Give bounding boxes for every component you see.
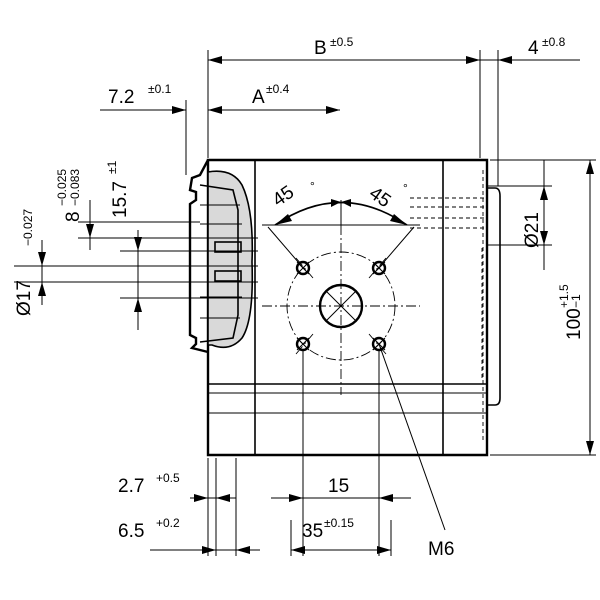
dim-100-tol-lower: −1 [569, 294, 583, 308]
dim-4-tol: ±0.8 [542, 35, 566, 49]
dim-B-label: B [314, 38, 327, 59]
dimension-diam17: Ø17 −0.027 [14, 209, 35, 316]
dim-2-7-label: 2.7 [118, 476, 144, 497]
dimension-8: 8 −0.025 −0.083 [55, 169, 84, 222]
dim-7-2-label: 7.2 [108, 87, 134, 108]
dim-15-7-label: 15.7 [110, 181, 131, 218]
dimension-B: B ±0.5 [314, 35, 354, 59]
angle-right-label: 45 [365, 183, 394, 212]
angle-left-unit: ° [310, 179, 315, 193]
dimension-35: 35 ±0.15 [302, 516, 354, 542]
dim-diam17-label: Ø17 [14, 280, 35, 316]
extension-lines [14, 50, 596, 556]
angle-right-unit: ° [403, 181, 408, 195]
dimension-6-5: 6.5 +0.2 [118, 516, 180, 542]
thread-M6-label: M6 [428, 539, 454, 560]
dim-100-label: 100 [564, 308, 585, 340]
angle-left-label: 45 [269, 182, 298, 211]
dimension-7-2: 7.2 ±0.1 [108, 82, 172, 108]
dim-diam21-label: Ø21 [522, 212, 543, 248]
dim-A-label: A [252, 87, 265, 108]
pump-body [206, 158, 501, 457]
shaft-flange [188, 159, 254, 354]
dim-15-7-tol: ±1 [105, 160, 119, 174]
dimension-15-7: 15.7 ±1 [105, 160, 131, 218]
dim-6-5-label: 6.5 [118, 521, 144, 542]
port-flange [262, 200, 420, 395]
dim-A-tol: ±0.4 [266, 82, 290, 96]
dim-7-2-tol: ±0.1 [148, 82, 172, 96]
dim-B-tol: ±0.5 [330, 35, 354, 49]
dim-8-tol-lower: −0.083 [68, 169, 82, 206]
dim-35-label: 35 [302, 521, 323, 542]
dimension-15: 15 [328, 476, 349, 497]
dimension-diam21: Ø21 [522, 212, 543, 248]
dimension-A: A ±0.4 [252, 82, 290, 108]
dim-diam17-tol: −0.027 [21, 209, 35, 246]
dimension-4: 4 ±0.8 [528, 35, 566, 59]
dim-2-7-tol: +0.5 [156, 471, 180, 485]
dim-100-tol-upper: +1.5 [557, 284, 571, 308]
dimension-2-7: 2.7 +0.5 [118, 471, 180, 497]
dim-8-tol-upper: −0.025 [55, 169, 69, 206]
thread-callout-M6: M6 [428, 539, 454, 560]
dim-8-label: 8 [63, 211, 84, 222]
angle-left: 45 ° [269, 179, 315, 211]
dim-6-5-tol: +0.2 [156, 516, 180, 530]
dimension-100: 100 +1.5 −1 [557, 284, 585, 340]
dim-15-label: 15 [328, 476, 349, 497]
dimension-lines [38, 56, 594, 554]
dim-4-label: 4 [528, 38, 539, 59]
dim-35-tol: ±0.15 [324, 516, 354, 530]
bolt-hole [295, 336, 311, 352]
